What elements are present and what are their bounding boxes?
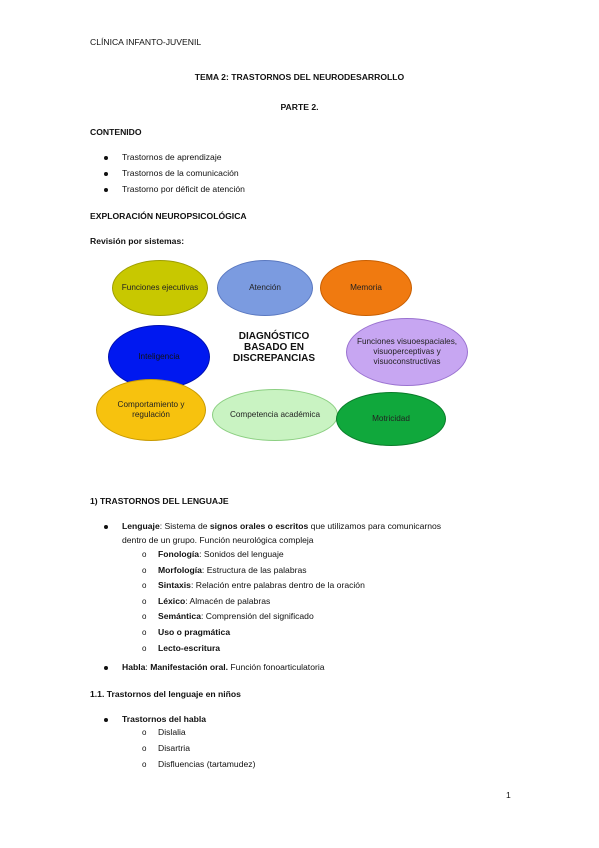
- subsection-heading: 1.1. Trastornos del lenguaje en niños: [90, 689, 241, 699]
- diagram-center-label: DIAGNÓSTICO BASADO EN DISCREPANCIAS: [232, 331, 316, 364]
- subitem-term: Uso o pragmática: [158, 627, 231, 637]
- running-header: CLÍNICA INFANTO-JUVENIL: [90, 37, 202, 47]
- lenguaje-subitem: Sintaxis: Relación entre palabras dentro…: [158, 580, 365, 591]
- contenido-item: Trastornos de la comunicación: [122, 168, 239, 178]
- exploracion-subheading: Revisión por sistemas:: [90, 236, 185, 246]
- bullet-icon: [104, 172, 108, 176]
- contenido-item: Trastornos de aprendizaje: [122, 152, 222, 162]
- diagram-node-inteligencia: Inteligencia: [108, 325, 210, 389]
- contenido-heading: CONTENIDO: [90, 127, 142, 137]
- subitem-term: Léxico: [158, 596, 186, 606]
- subitem-description: : Estructura de las palabras: [201, 565, 307, 575]
- lenguaje-subitem: Lecto-escritura: [158, 643, 220, 654]
- document-title: TEMA 2: TRASTORNOS DEL NEURODESARROLLO: [194, 72, 405, 82]
- subitem-term: Lecto-escritura: [158, 643, 221, 653]
- diagram-node-competencia: Competencia académica: [212, 389, 338, 441]
- bullet-icon: [104, 666, 108, 670]
- bullet-icon: [104, 525, 108, 529]
- habla-disorder-item: Dislalia: [158, 727, 186, 737]
- circle-bullet-icon: o: [142, 760, 147, 769]
- circle-bullet-icon: o: [142, 597, 147, 606]
- lenguaje-subitem: Semántica: Comprensión del significado: [158, 611, 314, 622]
- exploracion-heading: EXPLORACIÓN NEUROPSICOLÓGICA: [90, 211, 247, 221]
- lenguaje-definition: Lenguaje: Sistema de signos orales o esc…: [122, 521, 442, 531]
- page-number: 1: [506, 790, 511, 800]
- circle-bullet-icon: o: [142, 566, 147, 575]
- document-subtitle: PARTE 2.: [280, 102, 319, 112]
- contenido-item: Trastorno por déficit de atención: [122, 184, 245, 194]
- circle-bullet-icon: o: [142, 744, 147, 753]
- subitem-term: Semántica: [158, 611, 201, 621]
- circle-bullet-icon: o: [142, 612, 147, 621]
- lenguaje-subitem: Léxico: Almacén de palabras: [158, 596, 270, 607]
- lenguaje-definition-line2: dentro de un grupo. Función neurológica …: [122, 535, 314, 545]
- subitem-term: Morfología: [158, 565, 202, 575]
- circle-bullet-icon: o: [142, 550, 147, 559]
- circle-bullet-icon: o: [142, 581, 147, 590]
- lenguaje-subitem: Morfología: Estructura de las palabras: [158, 565, 307, 576]
- diagram-node-funciones-ejecutivas: Funciones ejecutivas: [112, 260, 208, 316]
- habla-definition: Habla: Manifestación oral. Función fonoa…: [122, 662, 325, 672]
- section-heading: 1) TRASTORNOS DEL LENGUAJE: [90, 496, 229, 506]
- subitem-term: Fonología: [158, 549, 200, 559]
- bullet-icon: [104, 188, 108, 192]
- diagram-node-atencion: Atención: [217, 260, 313, 316]
- bullet-icon: [104, 718, 108, 722]
- habla-disorder-item: Disartria: [158, 743, 190, 753]
- lenguaje-subitem: Fonología: Sonidos del lenguaje: [158, 549, 284, 560]
- bullet-icon: [104, 156, 108, 160]
- diagram-node-comportamiento: Comportamiento y regulación: [96, 379, 206, 441]
- circle-bullet-icon: o: [142, 728, 147, 737]
- subitem-description: : Comprensión del significado: [201, 611, 314, 621]
- circle-bullet-icon: o: [142, 644, 147, 653]
- diagram-node-memoria: Memoria: [320, 260, 412, 316]
- habla-disorders-bullet: Trastornos del habla: [122, 714, 207, 724]
- lenguaje-subitem: Uso o pragmática: [158, 627, 230, 638]
- subitem-description: : Relación entre palabras dentro de la o…: [190, 580, 365, 590]
- subitem-description: : Almacén de palabras: [185, 596, 271, 606]
- diagram-node-visuoespaciales: Funciones visuoespaciales, visuopercepti…: [346, 318, 468, 386]
- circle-bullet-icon: o: [142, 628, 147, 637]
- subitem-description: : Sonidos del lenguaje: [199, 549, 284, 559]
- diagram-node-motricidad: Motricidad: [336, 392, 446, 446]
- habla-disorder-item: Disfluencias (tartamudez): [158, 759, 256, 769]
- subitem-term: Sintaxis: [158, 580, 191, 590]
